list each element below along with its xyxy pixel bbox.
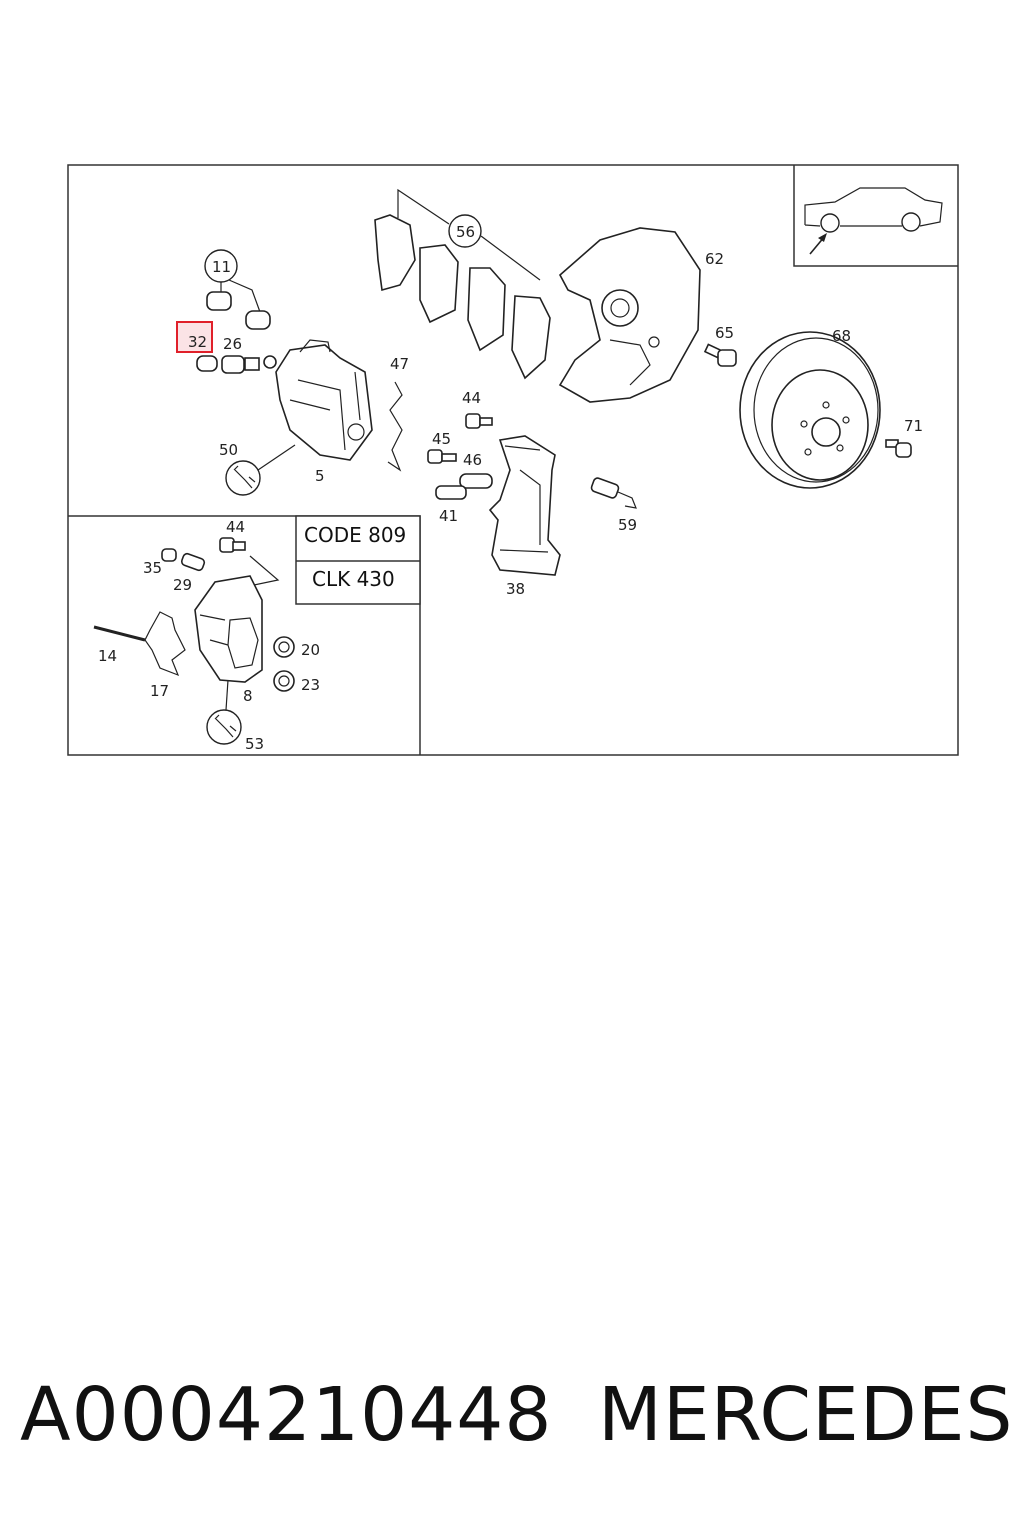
label-59: 59 (618, 516, 637, 534)
code-line-1: CODE 809 (304, 523, 406, 547)
label-71: 71 (904, 417, 923, 435)
label-45: 45 (432, 430, 451, 448)
part-32 (196, 355, 218, 372)
part-11: 11 (204, 249, 271, 330)
label-14: 14 (98, 647, 117, 665)
label-53: 53 (245, 735, 264, 753)
label-35: 35 (143, 559, 162, 577)
highlight-32: 32 (176, 321, 213, 353)
label-20: 20 (301, 641, 320, 659)
label-8: 8 (243, 687, 253, 705)
bracket-part-38 (488, 435, 561, 576)
label-29: 29 (173, 576, 192, 594)
label-32: 32 (188, 333, 207, 351)
sleeve-part-46 (459, 473, 493, 489)
spring-part-47 (387, 381, 403, 472)
pin-part-41 (435, 485, 467, 500)
shield-part-62 (558, 227, 701, 403)
label-41: 41 (439, 507, 458, 525)
part-29 (180, 552, 206, 572)
label-26: 26 (223, 335, 242, 353)
seal-part-23 (273, 670, 295, 692)
car-icon (793, 165, 958, 267)
disc-part-68 (739, 331, 881, 489)
pads-part-56: 56 (374, 188, 551, 380)
caliper-part-8 (194, 575, 263, 683)
seal-part-20 (273, 636, 295, 658)
bolt-part-65 (703, 343, 737, 367)
part-26 (221, 355, 277, 374)
part-35 (161, 548, 177, 562)
wrench-icon-53 (206, 709, 242, 745)
sensor-part-59 (590, 477, 637, 509)
diagram-frame (67, 164, 959, 756)
part-number: A0004210448 (20, 1372, 553, 1458)
label-17: 17 (150, 682, 169, 700)
pin-part-14 (93, 625, 146, 642)
label-44-top: 44 (462, 389, 481, 407)
bolt-part-71 (885, 439, 912, 458)
label-68: 68 (832, 327, 851, 345)
label-38: 38 (506, 580, 525, 598)
spring-part-17 (144, 611, 186, 677)
label-46: 46 (463, 451, 482, 469)
label-44-inset: 44 (226, 518, 245, 536)
label-50: 50 (219, 441, 238, 459)
wrench-icon-50 (225, 460, 261, 496)
parts-diagram: CODE 809 CLK 430 11 32 26 5 50 56 (67, 164, 959, 756)
label-23: 23 (301, 676, 320, 694)
brand-name: MERCEDES (598, 1372, 1014, 1458)
bolt-part-44 (465, 413, 493, 429)
label-47: 47 (390, 355, 409, 373)
caption: A0004210448 MERCEDES (18, 1372, 1018, 1472)
label-65: 65 (715, 324, 734, 342)
label-5: 5 (315, 467, 325, 485)
code-line-2: CLK 430 (312, 567, 395, 591)
label-56: 56 (456, 223, 475, 241)
bolt-part-45 (427, 449, 457, 464)
code-box: CODE 809 CLK 430 (295, 515, 421, 605)
label-11: 11 (212, 258, 231, 276)
label-62: 62 (705, 250, 724, 268)
caliper-part-5 (275, 339, 373, 461)
